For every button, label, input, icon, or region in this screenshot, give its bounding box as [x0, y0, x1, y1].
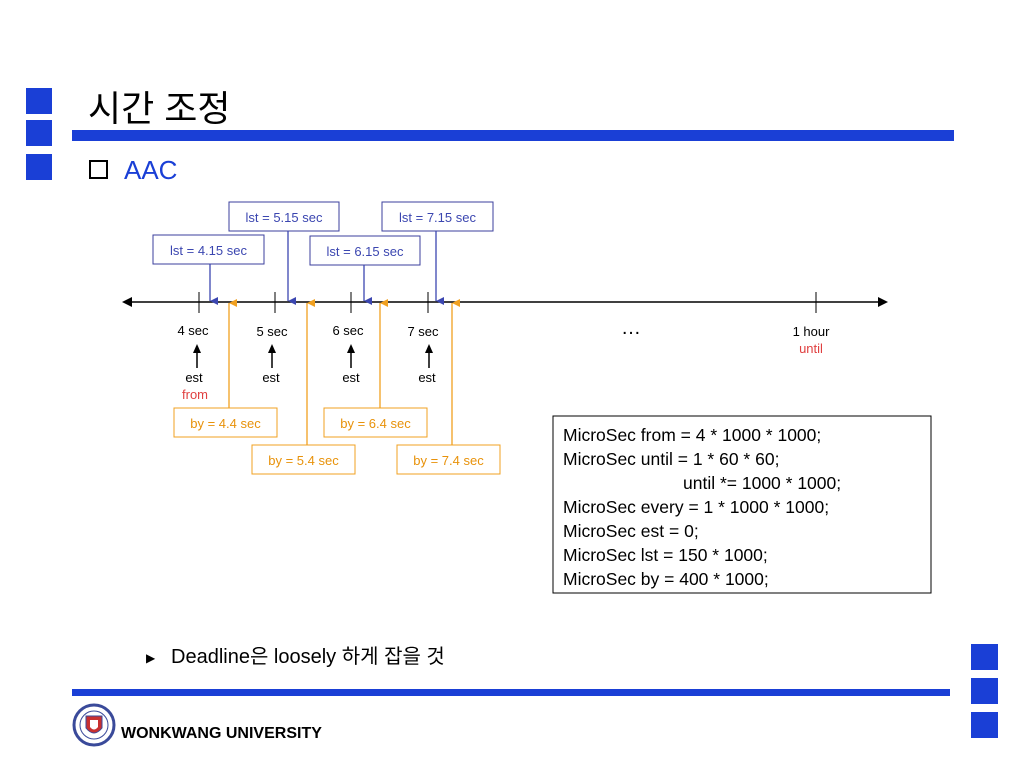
- university-name: WONKWANG UNIVERSITY: [121, 725, 322, 742]
- est-arrow-6s-icon: [347, 344, 355, 368]
- code-line-1: MicroSec from = 4 * 1000 * 1000;: [563, 425, 821, 445]
- title-square-1: [26, 88, 52, 114]
- axis-left-arrow-icon: [122, 297, 132, 307]
- from-label: from: [182, 387, 208, 402]
- code-line-2: MicroSec until = 1 * 60 * 60;: [563, 449, 779, 469]
- subtitle: AAC: [124, 155, 177, 185]
- lst-box-4s: lst = 4.15 sec: [152, 234, 265, 265]
- tick-label-5s: 5 sec: [256, 324, 288, 339]
- by-label-5s: by = 5.4 sec: [268, 453, 339, 468]
- code-line-4: MicroSec every = 1 * 1000 * 1000;: [563, 497, 829, 517]
- bullet-marker-icon: ▶: [146, 651, 156, 665]
- est-arrow-4s-icon: [193, 344, 201, 368]
- university-emblem-icon: [72, 703, 116, 747]
- tick-label-6s: 6 sec: [332, 323, 364, 338]
- lst-label-6s: lst = 6.15 sec: [327, 244, 404, 259]
- lst-label-5s: lst = 5.15 sec: [246, 210, 323, 225]
- tick-label-7s: 7 sec: [407, 324, 439, 339]
- subtitle-bullet-icon: [89, 160, 108, 179]
- by-box-6s: by = 6.4 sec: [323, 407, 428, 438]
- by-label-4s: by = 4.4 sec: [190, 416, 261, 431]
- est-label-5s: est: [262, 370, 280, 385]
- est-arrow-5s-icon: [268, 344, 276, 368]
- by-label-7s: by = 7.4 sec: [413, 453, 484, 468]
- ellipsis: …: [621, 317, 641, 339]
- footer-square-2: [971, 678, 998, 704]
- axis-right-arrow-icon: [878, 297, 888, 307]
- est-label-7s: est: [418, 370, 436, 385]
- lst-label-7s: lst = 7.15 sec: [399, 210, 476, 225]
- title-square-3: [26, 154, 52, 180]
- bullet-text: Deadline은 loosely 하게 잡을 것: [171, 645, 445, 668]
- code-line-6: MicroSec lst = 150 * 1000;: [563, 545, 768, 565]
- title-square-2: [26, 120, 52, 146]
- lst-box-5s: lst = 5.15 sec: [228, 201, 340, 232]
- footer-rule: [72, 689, 950, 696]
- lst-label-4s: lst = 4.15 sec: [170, 243, 247, 258]
- est-label-6s: est: [342, 370, 360, 385]
- footer-square-3: [971, 712, 998, 738]
- est-arrow-7s-icon: [425, 344, 433, 368]
- code-line-7: MicroSec by = 400 * 1000;: [563, 569, 769, 589]
- by-box-4s: by = 4.4 sec: [173, 407, 278, 438]
- by-box-7s: by = 7.4 sec: [396, 444, 501, 475]
- code-line-3: until *= 1000 * 1000;: [683, 473, 841, 493]
- title-underline: [72, 130, 954, 141]
- est-label-4s: est: [185, 370, 203, 385]
- tick-label-4s: 4 sec: [177, 323, 209, 338]
- footer-square-1: [971, 644, 998, 670]
- by-label-6s: by = 6.4 sec: [340, 416, 411, 431]
- lst-box-7s: lst = 7.15 sec: [381, 201, 494, 232]
- page-title: 시간 조정: [88, 88, 230, 129]
- by-box-5s: by = 5.4 sec: [251, 444, 356, 475]
- code-box: [552, 415, 932, 594]
- until-label: until: [799, 341, 823, 356]
- lst-box-6s: lst = 6.15 sec: [309, 235, 421, 266]
- code-line-5: MicroSec est = 0;: [563, 521, 699, 541]
- tick-label-1hour: 1 hour: [793, 324, 831, 339]
